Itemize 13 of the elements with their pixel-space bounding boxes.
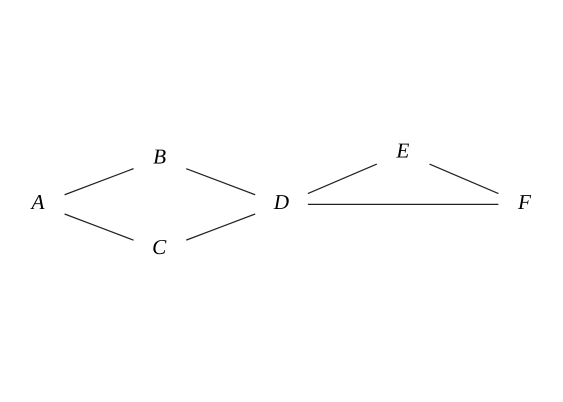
node-text: B: [153, 144, 166, 168]
connector: [186, 168, 256, 195]
node-text: A: [31, 189, 44, 214]
connector: [308, 203, 498, 205]
node-text: F: [518, 189, 531, 214]
connector: [308, 162, 378, 194]
connector: [64, 168, 134, 195]
node-text: E: [396, 138, 410, 162]
node-text: C: [152, 234, 166, 259]
connector: [64, 212, 134, 240]
node-text: D: [274, 189, 290, 214]
connector: [186, 212, 256, 240]
connector: [429, 163, 499, 194]
